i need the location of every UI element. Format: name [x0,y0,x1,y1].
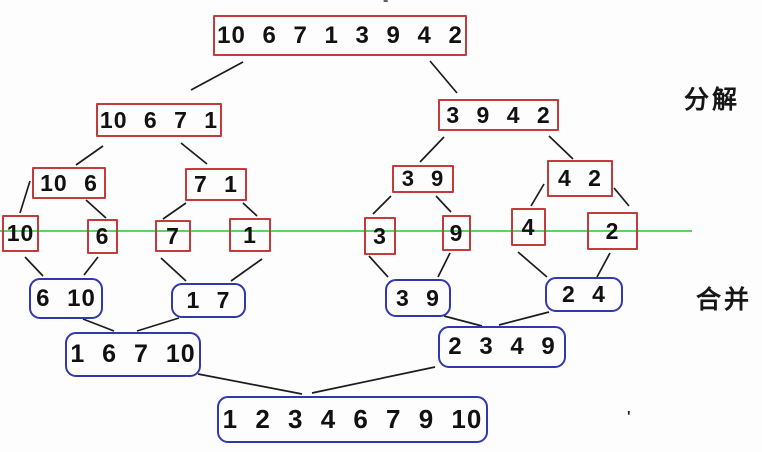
merge-node-merged-pair-1: 6 10 [29,278,103,319]
split-node-element-3: 3 [364,217,396,255]
stray-quote-mark: ' [627,408,631,425]
split-node-element-10: 10 [2,215,39,252]
split-node-root: 10 6 7 1 3 9 4 2 [213,15,467,56]
split-node-left-quarter-2: 7 1 [185,168,247,201]
split-node-left-quarter-1: 10 6 [32,167,106,199]
split-node-element-6: 6 [87,219,118,254]
merge-node-merged-pair-2: 1 7 [171,283,246,318]
split-node-element-9: 9 [442,215,471,251]
split-node-element-7: 7 [155,220,191,252]
merge-node-merged-root: 1 2 3 4 6 7 9 10 [217,396,488,443]
split-node-element-1: 1 [229,218,271,252]
merge-node-merged-right-half: 2 3 4 9 [438,326,566,368]
merge-node-merged-pair-4: 2 4 [545,277,623,312]
merge-node-merged-pair-3: 3 9 [385,279,451,317]
divider-green-line [0,230,692,232]
split-node-right-half: 3 9 4 2 [438,99,559,131]
decompose-label: 分解 [684,86,741,114]
merge-label: 合并 [696,286,753,314]
split-node-element-2: 2 [587,212,638,250]
split-node-element-4: 4 [511,208,546,246]
merge-node-merged-left-half: 1 6 7 10 [65,332,201,377]
split-node-right-quarter-2: 4 2 [547,160,613,197]
split-node-right-quarter-1: 3 9 [392,165,454,193]
split-node-left-half: 10 6 7 1 [96,103,222,137]
cropped-title-artifact: - [383,0,389,9]
